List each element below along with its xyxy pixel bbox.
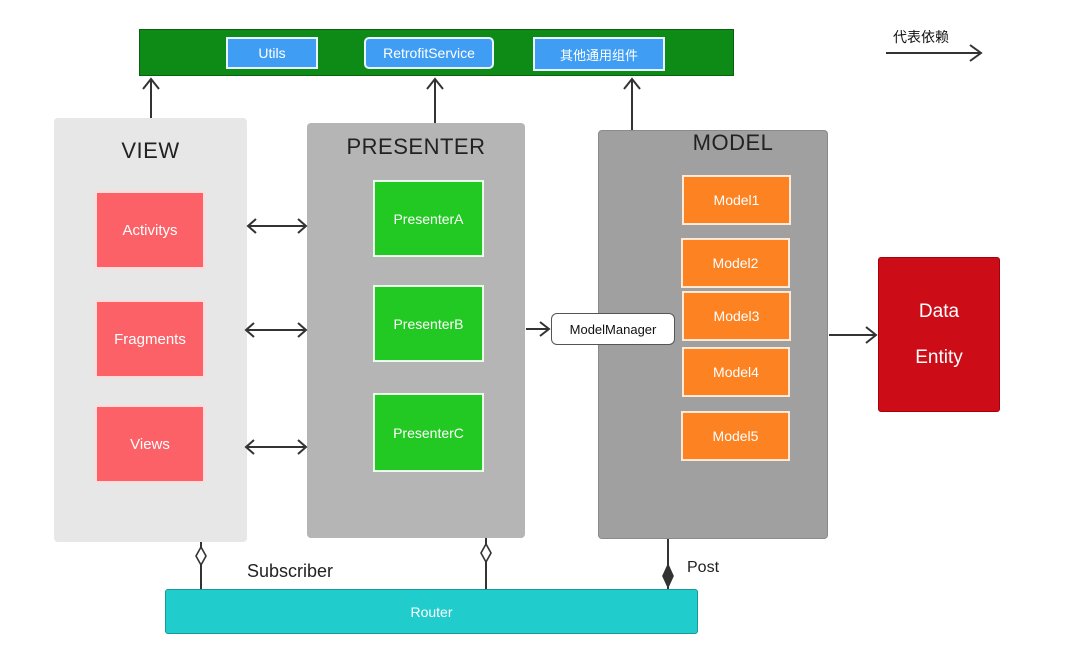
data-entity-line1: Data — [918, 300, 960, 322]
view-title: VIEW — [121, 138, 180, 163]
model-post-diamond — [662, 563, 674, 589]
model-item-4: Model4 — [682, 347, 790, 397]
legend-arrow — [886, 44, 983, 62]
view-item-views: Views — [95, 405, 205, 483]
presenter-item-a: PresenterA — [373, 180, 484, 257]
utils-box: Utils — [226, 37, 318, 69]
legend-label: 代表依赖 — [893, 30, 949, 46]
common-components-box: 其他通用组件 — [533, 37, 665, 71]
view-to-bar-arrow — [142, 77, 160, 118]
model-manager-box: ModelManager — [551, 313, 675, 345]
model-title: MODEL — [692, 130, 774, 155]
model-item-3: Model3 — [682, 291, 791, 341]
model-item-2: Model2 — [681, 238, 790, 288]
model-item-1: Model1 — [682, 175, 791, 225]
activitys-presenter-arrow — [246, 218, 308, 234]
retrofit-service-box: RetrofitService — [364, 37, 494, 69]
router-box: Router — [165, 589, 698, 634]
fragments-presenter-arrow — [244, 322, 308, 338]
presenter-subscriber-diamond — [480, 542, 492, 564]
views-presenter-arrow — [244, 439, 308, 455]
presenter-title: PRESENTER — [346, 134, 486, 159]
presenter-item-c: PresenterC — [373, 393, 484, 472]
presenter-to-manager-arrow — [526, 321, 551, 337]
model-to-bar-arrow — [623, 77, 641, 130]
model-item-5: Model5 — [681, 411, 790, 461]
view-item-activitys: Activitys — [95, 191, 205, 269]
model-to-entity-arrow — [829, 326, 878, 344]
view-subscriber-diamond — [195, 545, 207, 567]
view-item-fragments: Fragments — [95, 300, 205, 378]
presenter-to-bar-arrow — [426, 77, 444, 123]
subscriber-label: Subscriber — [247, 561, 334, 581]
presenter-item-b: PresenterB — [373, 285, 484, 362]
post-label: Post — [687, 559, 720, 576]
data-entity-line2: Entity — [915, 346, 963, 368]
data-entity-box: Data Entity — [878, 257, 1000, 412]
